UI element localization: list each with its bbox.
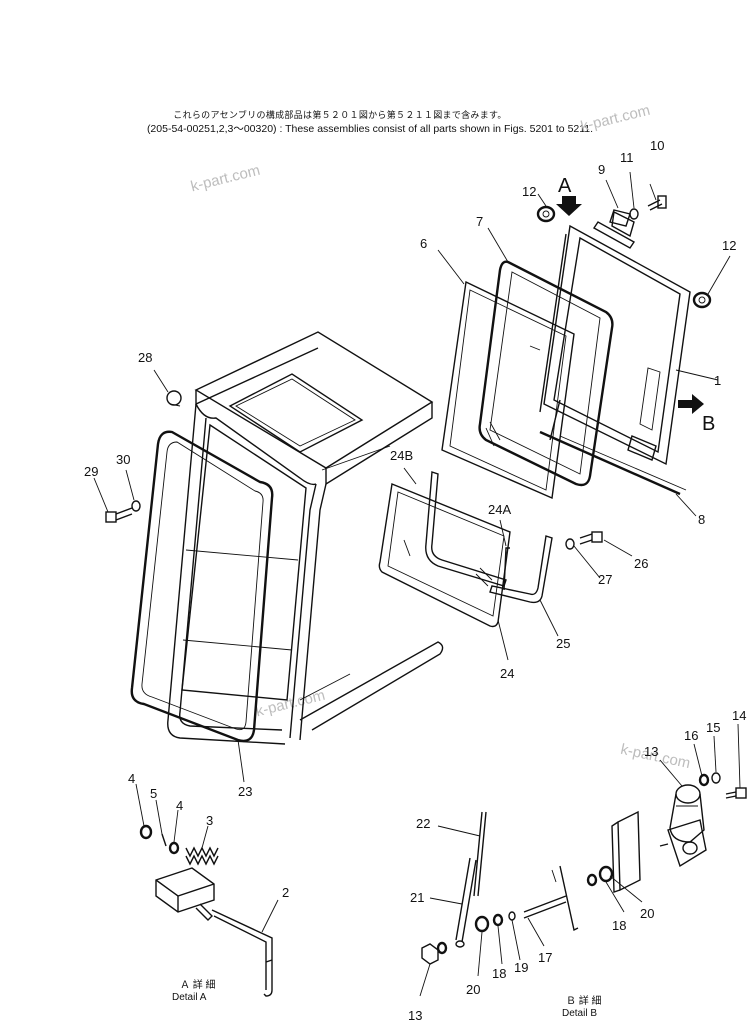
- pin-5: [161, 833, 167, 847]
- callout-30: 30: [116, 452, 130, 467]
- callout-27: 27: [598, 572, 612, 587]
- channel-25: [489, 535, 553, 604]
- washer-16: [698, 773, 710, 787]
- callout-18a: 18: [492, 966, 506, 981]
- nut-13-b: [421, 943, 439, 965]
- bolt-29: [105, 507, 133, 523]
- glass-channel-24a-24b: [425, 471, 510, 591]
- callout-13a: 13: [644, 744, 658, 759]
- callout-1: 1: [714, 373, 721, 388]
- wiper-blade-22: [473, 811, 487, 897]
- callout-17: 17: [538, 950, 552, 965]
- window-seal-7: [478, 260, 614, 487]
- callout-13b: 13: [408, 1008, 422, 1023]
- callout-2: 2: [282, 885, 289, 900]
- cap-28: [166, 390, 182, 407]
- callout-9: 9: [598, 162, 605, 177]
- callout-5: 5: [150, 786, 157, 801]
- callout-12b: 12: [722, 238, 736, 253]
- washer-4-a: [139, 824, 153, 840]
- grommet-12-left: [536, 205, 556, 223]
- callout-18b: 18: [612, 918, 626, 933]
- callout-11: 11: [620, 150, 634, 165]
- callout-28: 28: [138, 350, 152, 365]
- rod-8: [539, 430, 687, 496]
- callout-24: 24: [500, 666, 514, 681]
- callout-23: 23: [238, 784, 252, 799]
- leader-lines: [93, 171, 741, 997]
- callout-12a: 12: [522, 184, 536, 199]
- callout-7: 7: [476, 214, 483, 229]
- wiper-arm-21: [455, 857, 477, 948]
- callout-15: 15: [706, 720, 720, 735]
- callout-4a: 4: [128, 771, 135, 786]
- callout-8: 8: [698, 512, 705, 527]
- washer-11: [629, 208, 639, 220]
- callout-19: 19: [514, 960, 528, 975]
- washer-30: [131, 500, 141, 512]
- callout-24a: 24A: [488, 502, 511, 517]
- callout-26: 26: [634, 556, 648, 571]
- view-arrow-b: [678, 394, 704, 414]
- header-japanese-note: これらのアセンブリの構成部品は第５２０１図から第５２１１図まで含みます。: [173, 111, 507, 121]
- washer-4-b: [168, 841, 180, 855]
- bracket-9: [609, 209, 631, 227]
- view-marker-a: A: [558, 175, 572, 197]
- bolt-14: [725, 787, 747, 799]
- callout-22: 22: [416, 816, 430, 831]
- detail-a-bracket: [155, 867, 215, 921]
- shaft-17: [523, 865, 579, 932]
- callout-10: 10: [650, 138, 664, 153]
- spring-3: [185, 846, 219, 866]
- detail-b-label-jp: Ｂ 詳 細: [566, 994, 602, 1007]
- washer-stack: [436, 865, 614, 955]
- callout-20a: 20: [466, 982, 480, 997]
- washer-27: [565, 538, 575, 550]
- mount-plate: [611, 810, 641, 893]
- callout-4b: 4: [176, 798, 183, 813]
- detail-a-label-jp: Ａ 詳 細: [180, 978, 216, 991]
- callout-25: 25: [556, 636, 570, 651]
- window-frame-1: [539, 210, 691, 466]
- washer-15: [711, 772, 721, 784]
- wiper-motor: [659, 784, 707, 868]
- detail-a-label-en: Detail A: [172, 992, 207, 1003]
- grommet-12-right: [692, 291, 712, 309]
- window-glass-6: [441, 280, 575, 500]
- door-seal-23: [130, 430, 274, 743]
- callout-21: 21: [410, 890, 424, 905]
- callout-14: 14: [732, 708, 746, 723]
- bolt-26: [579, 531, 603, 545]
- handle-2: [211, 909, 273, 997]
- callout-20b: 20: [640, 906, 654, 921]
- callout-24b: 24B: [390, 448, 413, 463]
- header-english-note: (205-54-00251,2,3～00320) : These assembl…: [146, 123, 594, 135]
- callout-29: 29: [84, 464, 98, 479]
- callout-16: 16: [684, 728, 698, 743]
- callout-6: 6: [420, 236, 427, 251]
- view-marker-b: B: [702, 413, 715, 435]
- callout-3: 3: [206, 813, 213, 828]
- detail-b-label-en: Detail B: [562, 1008, 597, 1019]
- bolt-10: [647, 195, 667, 211]
- cab-body: [167, 331, 444, 745]
- view-arrow-a: [556, 196, 582, 216]
